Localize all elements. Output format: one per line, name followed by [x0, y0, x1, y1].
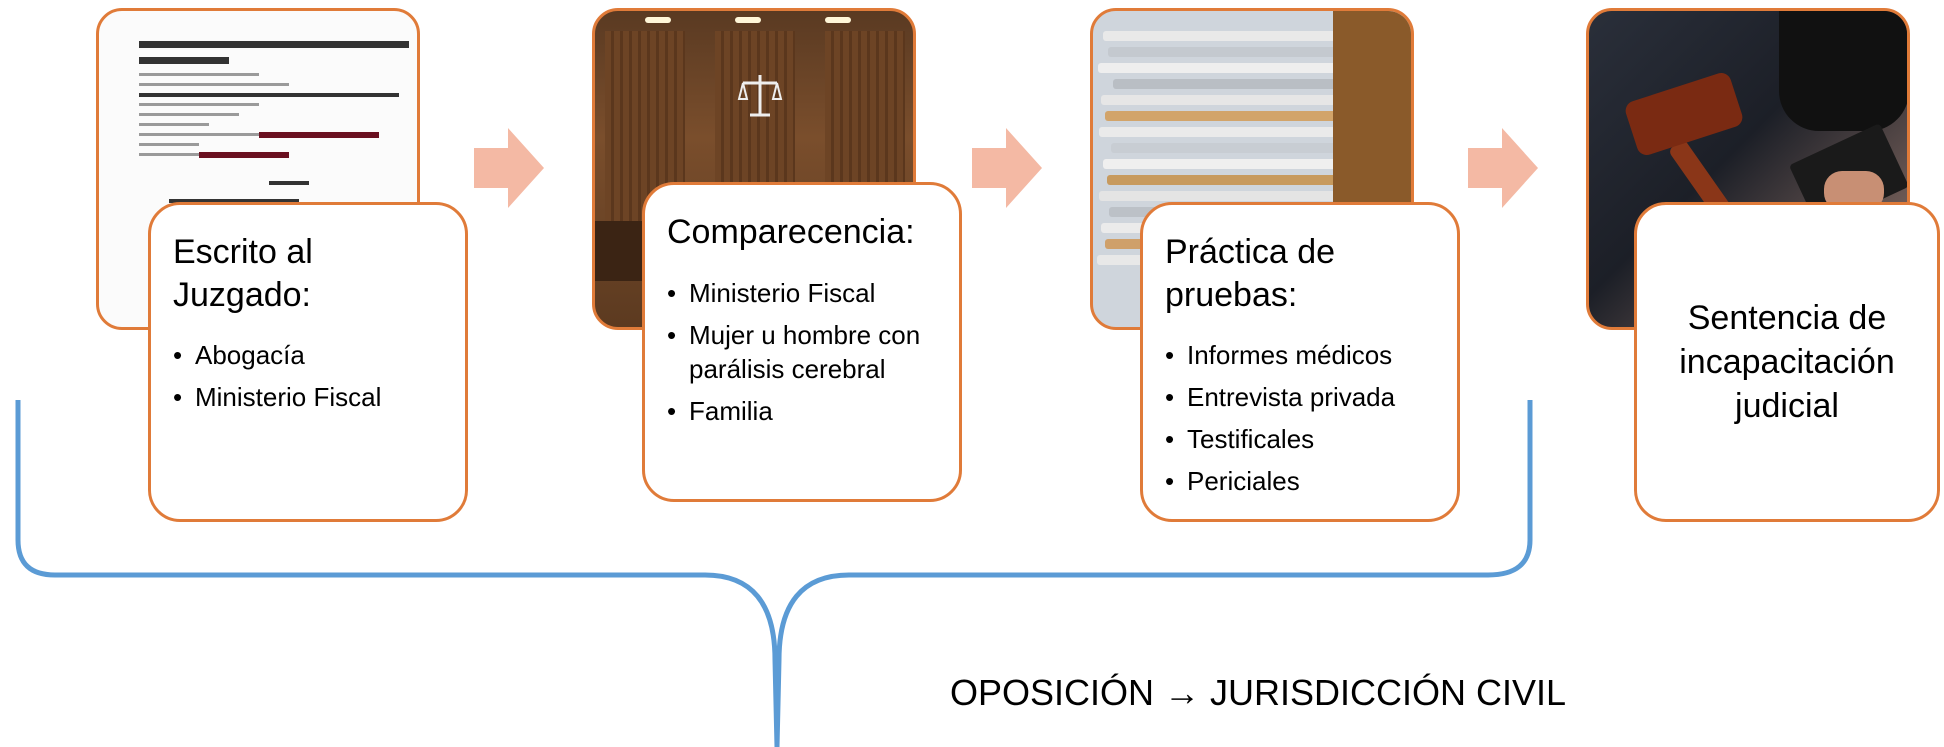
step-card-sentencia: Sentencia de incapacitación judicial — [1634, 202, 1940, 522]
step-card-escrito: Escrito al Juzgado: Abogacía Ministerio … — [148, 202, 468, 522]
step-items: Abogacía Ministerio Fiscal — [173, 338, 443, 414]
step-title: Escrito al Juzgado: — [173, 233, 313, 314]
step-items: Informes médicos Entrevista privada Test… — [1165, 338, 1435, 498]
flow-arrow-1 — [474, 128, 544, 208]
scales-of-justice-icon — [737, 75, 783, 117]
list-item: Ministerio Fiscal — [667, 276, 937, 310]
step-title: Comparecencia: — [667, 213, 915, 251]
step-card-pruebas: Práctica de pruebas: Informes médicos En… — [1140, 202, 1460, 522]
list-item: Familia — [667, 394, 937, 428]
step-card-comparecencia: Comparecencia: Ministerio Fiscal Mujer u… — [642, 182, 962, 502]
list-item: Testificales — [1165, 422, 1435, 456]
flow-arrow-2 — [972, 128, 1042, 208]
list-item: Mujer u hombre con parálisis cerebral — [667, 318, 937, 386]
step-title: Sentencia de incapacitación judicial — [1679, 299, 1895, 425]
step-title: Práctica de pruebas: — [1165, 233, 1336, 314]
list-item: Entrevista privada — [1165, 380, 1435, 414]
list-item: Abogacía — [173, 338, 443, 372]
step-items: Ministerio Fiscal Mujer u hombre con par… — [667, 276, 937, 428]
list-item: Ministerio Fiscal — [173, 380, 443, 414]
footer-label: OPOSICIÓN → JURISDICCIÓN CIVIL — [950, 672, 1567, 713]
flow-arrow-3 — [1468, 128, 1538, 208]
list-item: Informes médicos — [1165, 338, 1435, 372]
list-item: Periciales — [1165, 464, 1435, 498]
